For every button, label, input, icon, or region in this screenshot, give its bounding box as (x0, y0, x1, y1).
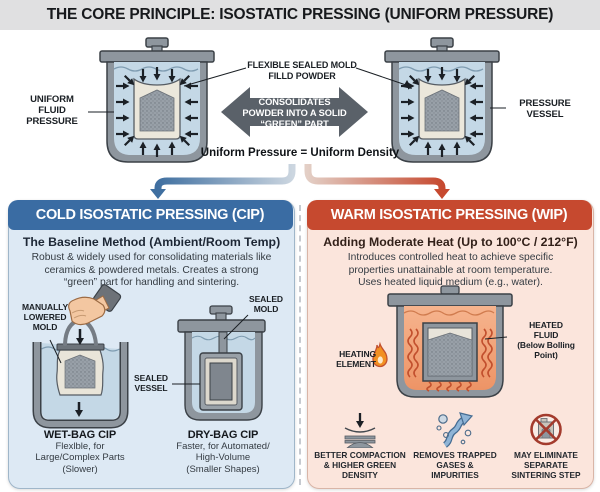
cip-diagrams (32, 284, 266, 429)
wet-bag-desc: Flexlble, for Large/Complex Parts (Slowe… (35, 441, 125, 475)
flame-icon (372, 341, 388, 368)
sealed-mold-label: SEALED MOLD (249, 294, 283, 315)
wip-subtitle: Adding Moderate Heat (Up to 100°C / 212°… (323, 235, 578, 249)
branch-arrowhead-cip (150, 189, 166, 199)
benefit-compaction-label: BETTER COMPACTION & HIGHER GREEN DENSITY (314, 450, 406, 480)
wip-body-text: Introduces controlled heat to achieve sp… (347, 252, 554, 289)
mold-label-leader-left (183, 67, 247, 87)
left-pressure-vessel-icon (100, 38, 214, 162)
mold-label-leader-right (355, 67, 407, 86)
flexible-mold-label: FLEXIBLE SEALED MOLD FILLD POWDER (247, 60, 357, 81)
pressure-vessel-label: PRESSURE VESSEL (519, 98, 571, 121)
manually-lowered-mold-label: MANUALLY LOWERED MOLD (21, 302, 69, 333)
uniform-fluid-pressure-label: UNIFORM FLUID PRESSURE (26, 94, 78, 128)
wip-vessel-icon (387, 285, 513, 398)
gas-removal-icon (436, 412, 474, 448)
cip-subtitle: The Baseline Method (Ambient/Room Temp) (22, 235, 281, 249)
manual-mold-leader (49, 339, 62, 364)
wet-bag-caption: WET-BAG CIP Flexlble, for Large/Complex … (14, 429, 146, 475)
compaction-icon (344, 413, 376, 448)
cip-panel-header: COLD ISOSTATIC PRESSING (CIP) (7, 199, 293, 230)
branch-arrow-wip (304, 164, 446, 190)
uniform-pressure-equation: Uniform Pressure = Uniform Density (200, 147, 400, 159)
heated-fluid-leader (484, 336, 508, 340)
dry-bag-title: DRY-BAG CIP (187, 429, 259, 441)
consolidates-arrow-text: CONSOLIDATES POWDER INTO A SOLID “GREEN”… (242, 97, 347, 129)
page-title: THE CORE PRINCIPLE: ISOSTATIC PRESSING (… (0, 0, 600, 30)
heat-wave-icons (407, 328, 493, 392)
no-sintering-icon (530, 413, 562, 446)
right-pressure-vessel-icon (385, 38, 499, 162)
principle-diagram (88, 28, 506, 199)
sinking-arrow-icon (75, 402, 83, 417)
wip-panel-header: WARM ISOSTATIC PRESSING (WIP) (306, 199, 592, 230)
benefit-no-sintering: MAY ELIMINATE SEPARATE SINTERING STEP (500, 411, 592, 480)
panel-divider (299, 205, 301, 485)
wip-benefits-row: BETTER COMPACTION & HIGHER GREEN DENSITY… (310, 411, 592, 480)
benefit-gas-removal-label: REMOVES TRAPPED GASES & IMPURITIES (413, 450, 497, 480)
lowering-arrow-icon (76, 329, 84, 345)
cip-body-text: Robust & widely used for consolidating m… (31, 252, 272, 289)
heated-fluid-label: HEATED FLUID (Below Bolling Point) (517, 320, 575, 361)
dry-bag-vessel-icon (177, 305, 266, 421)
benefit-gas-removal: REMOVES TRAPPED GASES & IMPURITIES (412, 411, 498, 480)
benefit-compaction: BETTER COMPACTION & HIGHER GREEN DENSITY (310, 411, 410, 480)
dry-bag-desc: Faster, for Automated/ High-Volume (Smal… (176, 441, 270, 475)
consolidates-arrow-icon (221, 87, 368, 137)
mold-leader-arrowhead (403, 80, 412, 89)
heating-element-label: HEATING ELEMENT (336, 349, 376, 370)
branch-arrowhead-wip (434, 189, 450, 199)
sealed-mold-leader (223, 314, 249, 340)
hand-icon (68, 284, 122, 326)
benefit-no-sintering-label: MAY ELIMINATE SEPARATE SINTERING STEP (511, 450, 581, 480)
wip-diagram (372, 285, 513, 398)
wet-bag-title: WET-BAG CIP (43, 429, 117, 441)
dry-bag-caption: DRY-BAG CIP Faster, for Automated/ High-… (155, 429, 291, 475)
sealed-vessel-label: SEALED VESSEL (134, 373, 168, 394)
branch-arrow-cip (154, 164, 296, 190)
